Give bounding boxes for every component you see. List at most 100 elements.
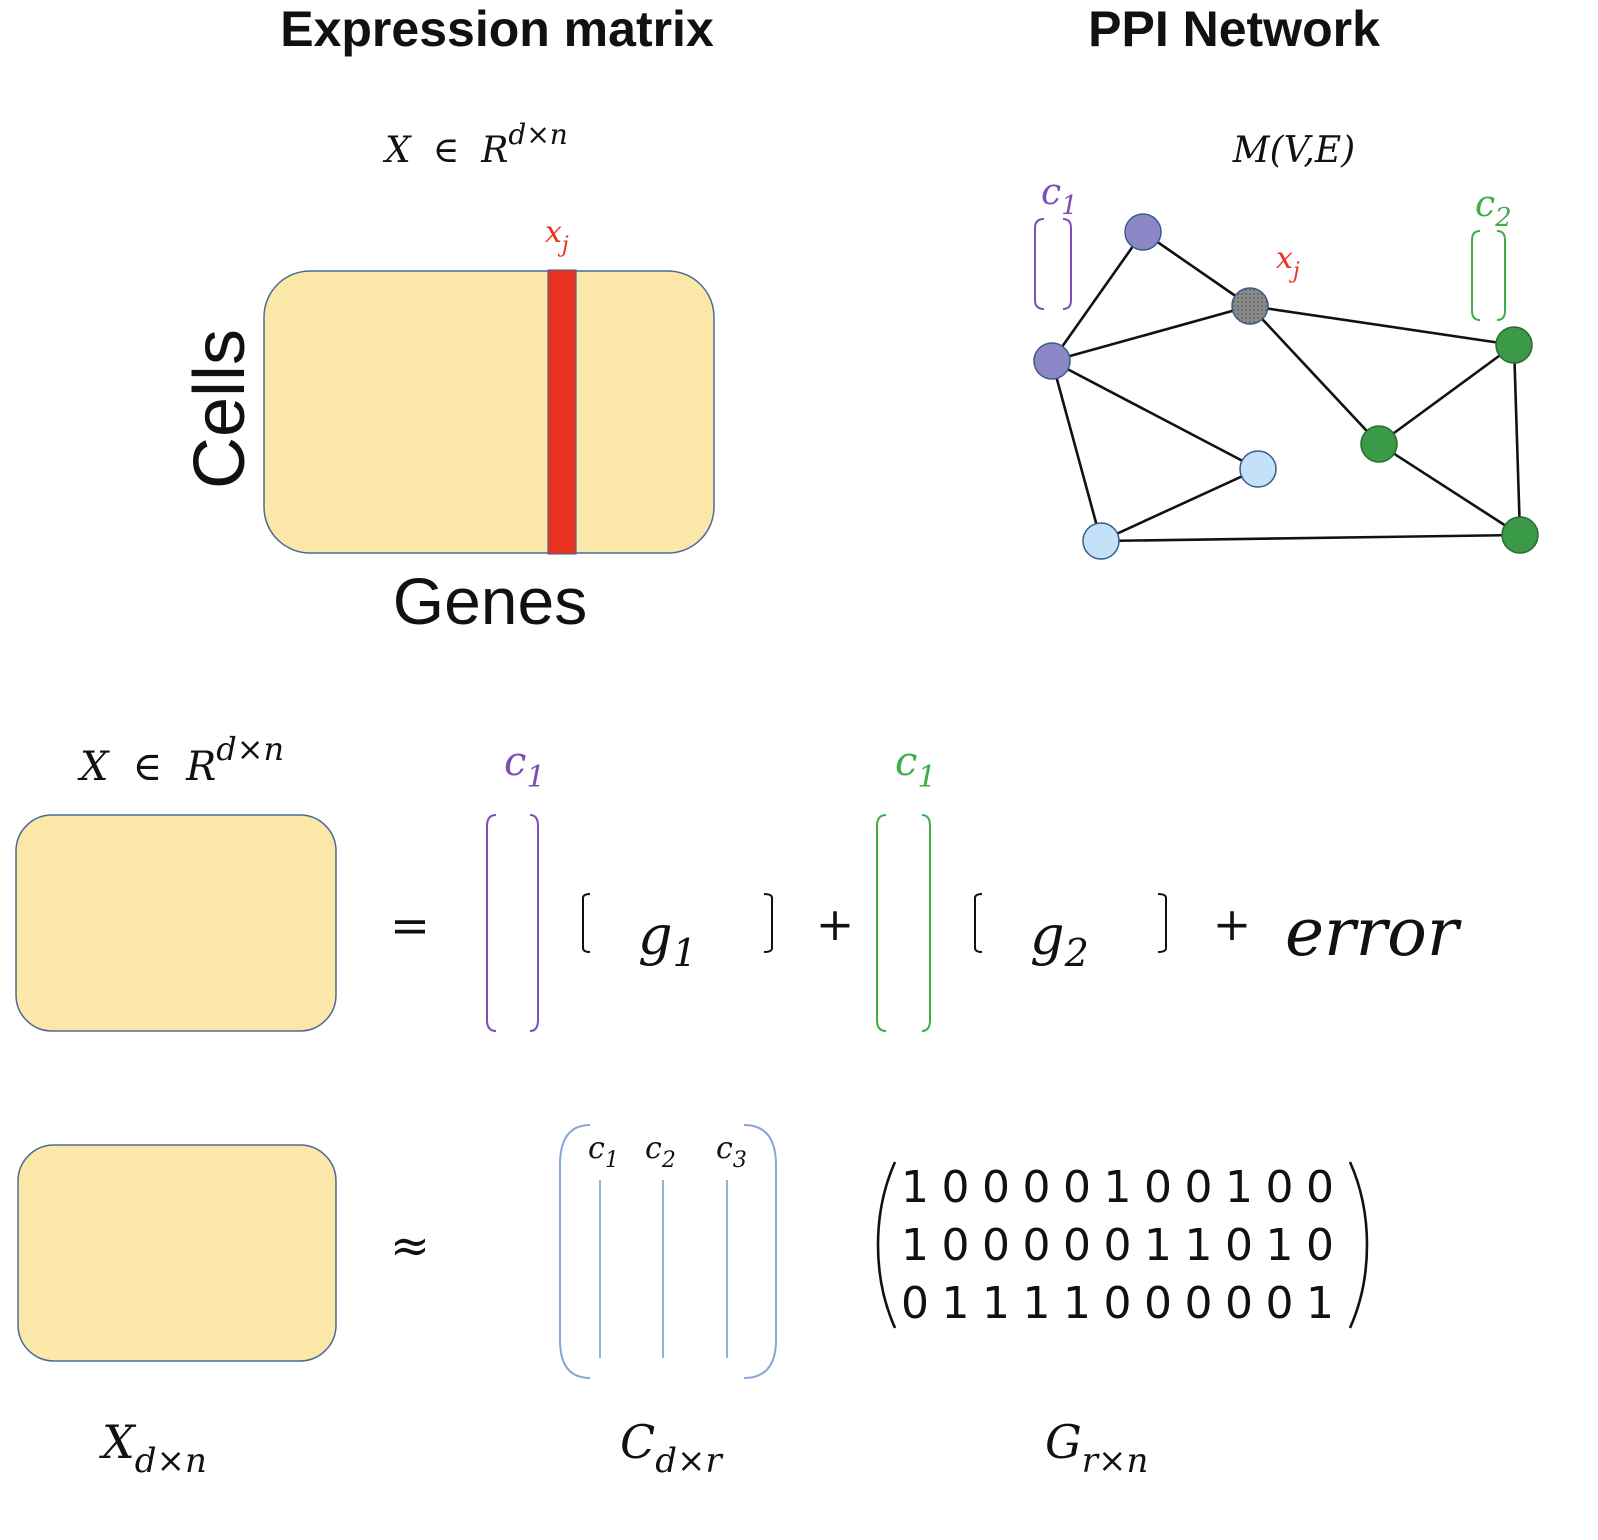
g-matrix-cell: 0 bbox=[1144, 1162, 1172, 1213]
g-matrix-cell: 1 bbox=[1023, 1278, 1051, 1329]
mid-formula: X∈Rd×n bbox=[77, 730, 284, 790]
label-c2-network: c2 bbox=[1475, 184, 1512, 233]
g-matrix-cell: 0 bbox=[1306, 1220, 1334, 1271]
g-matrix-cell: 0 bbox=[942, 1220, 970, 1271]
g-matrix-cell: 1 bbox=[1306, 1278, 1334, 1329]
ppi-network-title: PPI Network bbox=[1088, 1, 1380, 57]
g-matrix-cell: 0 bbox=[1225, 1278, 1253, 1329]
row-g1-label: g1 bbox=[638, 904, 697, 975]
edge bbox=[1050, 360, 1103, 542]
c-matrix-left-paren bbox=[559, 1124, 591, 1379]
vector-c1-left-bracket bbox=[486, 814, 497, 1032]
c-column-label-3: c3 bbox=[716, 1131, 747, 1173]
vector-c2-right-bracket bbox=[921, 814, 931, 1032]
edge bbox=[1100, 467, 1259, 543]
g-matrix-cell: 0 bbox=[982, 1220, 1010, 1271]
g-matrix-right-paren bbox=[1348, 1161, 1369, 1329]
network-edges bbox=[1050, 230, 1522, 543]
approx-sign: ≈ bbox=[390, 1218, 430, 1274]
g-matrix-cell: 0 bbox=[1266, 1162, 1294, 1213]
edge bbox=[1051, 359, 1259, 471]
plus-sign-1: + bbox=[816, 897, 855, 951]
g-matrix-cell: 0 bbox=[942, 1162, 970, 1213]
g-matrix-cell: 0 bbox=[1306, 1162, 1334, 1213]
expression-matrix-title: Expression matrix bbox=[280, 1, 714, 57]
row-g2-left-bracket bbox=[974, 893, 983, 953]
g-matrix-cell: 1 bbox=[901, 1220, 929, 1271]
label-c1-purple: c1 bbox=[504, 739, 546, 795]
label-c1-green: c1 bbox=[895, 739, 937, 795]
ppi-formula: M(V,E) bbox=[1232, 130, 1355, 171]
g-matrix-cell: 1 bbox=[1104, 1162, 1132, 1213]
edge bbox=[1378, 442, 1521, 537]
g-matrix-cell: 1 bbox=[942, 1278, 970, 1329]
node-purple-left bbox=[1033, 342, 1071, 380]
g-matrix-cell: 0 bbox=[1104, 1278, 1132, 1329]
row-g2-right-bracket bbox=[1157, 893, 1167, 953]
g-matrix-cell: 1 bbox=[1144, 1220, 1172, 1271]
node-xj-gray bbox=[1231, 287, 1269, 325]
caption-g: Gr×n bbox=[1045, 1415, 1148, 1481]
edge bbox=[1249, 304, 1515, 347]
g-matrix-cell: 1 bbox=[982, 1278, 1010, 1329]
g-matrix-cell: 0 bbox=[901, 1278, 929, 1329]
node-green-bottom bbox=[1501, 516, 1539, 554]
cells-axis-label: Cells bbox=[180, 329, 260, 489]
edge bbox=[1249, 305, 1380, 445]
edge bbox=[1051, 304, 1251, 363]
g-matrix-cell: 0 bbox=[1063, 1220, 1091, 1271]
edge bbox=[1142, 230, 1251, 308]
bracket-c2-left bbox=[1471, 230, 1481, 321]
top-formula: X∈Rd×n bbox=[382, 118, 568, 171]
edge bbox=[1512, 344, 1522, 536]
node-green-middle bbox=[1360, 425, 1398, 463]
row-g1-right-bracket bbox=[763, 893, 773, 953]
node-lightblue-bottom bbox=[1082, 522, 1120, 560]
g-matrix-cell: 1 bbox=[901, 1162, 929, 1213]
g-matrix-cell: 0 bbox=[1185, 1278, 1213, 1329]
vector-c2-left-bracket bbox=[876, 814, 887, 1032]
equals-sign: = bbox=[390, 898, 430, 954]
row-g2-label: g2 bbox=[1030, 904, 1089, 975]
edge bbox=[1378, 343, 1515, 446]
expression-matrix-box bbox=[263, 270, 715, 554]
node-green-top bbox=[1495, 326, 1533, 364]
vector-c1-right-bracket bbox=[529, 814, 539, 1032]
edge bbox=[1050, 231, 1145, 362]
g-matrix-cell: 1 bbox=[1225, 1162, 1253, 1213]
bracket-c2-right bbox=[1496, 230, 1506, 321]
mid-matrix-box bbox=[15, 814, 337, 1032]
bracket-c1-right bbox=[1062, 218, 1072, 310]
g-matrix-cell: 0 bbox=[1225, 1220, 1253, 1271]
c-column-label-2: c2 bbox=[645, 1131, 676, 1173]
row-g1-left-bracket bbox=[582, 893, 591, 953]
g-matrix-cell: 1 bbox=[1063, 1278, 1091, 1329]
label-xj-network: xj bbox=[1276, 241, 1300, 284]
highlighted-column-xj bbox=[547, 269, 577, 555]
caption-c: Cd×r bbox=[620, 1415, 723, 1481]
bracket-c1-left bbox=[1034, 218, 1045, 310]
edge bbox=[1100, 533, 1521, 543]
g-matrix-cell: 0 bbox=[1063, 1162, 1091, 1213]
g-matrix-cell: 0 bbox=[1144, 1278, 1172, 1329]
bottom-matrix-box bbox=[17, 1144, 337, 1362]
genes-axis-label: Genes bbox=[393, 564, 587, 638]
g-matrix-cell: 0 bbox=[1104, 1220, 1132, 1271]
g-matrix-cell: 0 bbox=[1266, 1278, 1294, 1329]
g-matrix-cell: 0 bbox=[1023, 1220, 1051, 1271]
g-matrix-cell: 0 bbox=[1023, 1162, 1051, 1213]
g-matrix-cell: 0 bbox=[982, 1162, 1010, 1213]
plus-sign-2: + bbox=[1213, 897, 1252, 951]
g-matrix-cell: 0 bbox=[1185, 1162, 1213, 1213]
c-matrix-right-paren bbox=[743, 1124, 777, 1379]
node-lightblue-middle bbox=[1239, 450, 1277, 488]
node-purple-top bbox=[1124, 213, 1162, 251]
g-matrix-cell: 1 bbox=[1185, 1220, 1213, 1271]
g-matrix-left-paren bbox=[876, 1161, 897, 1329]
label-c1-network: c1 bbox=[1041, 172, 1078, 221]
c-column-label-1: c1 bbox=[588, 1131, 619, 1173]
caption-x: Xd×n bbox=[99, 1415, 207, 1481]
column-label-xj: xj bbox=[545, 215, 569, 258]
